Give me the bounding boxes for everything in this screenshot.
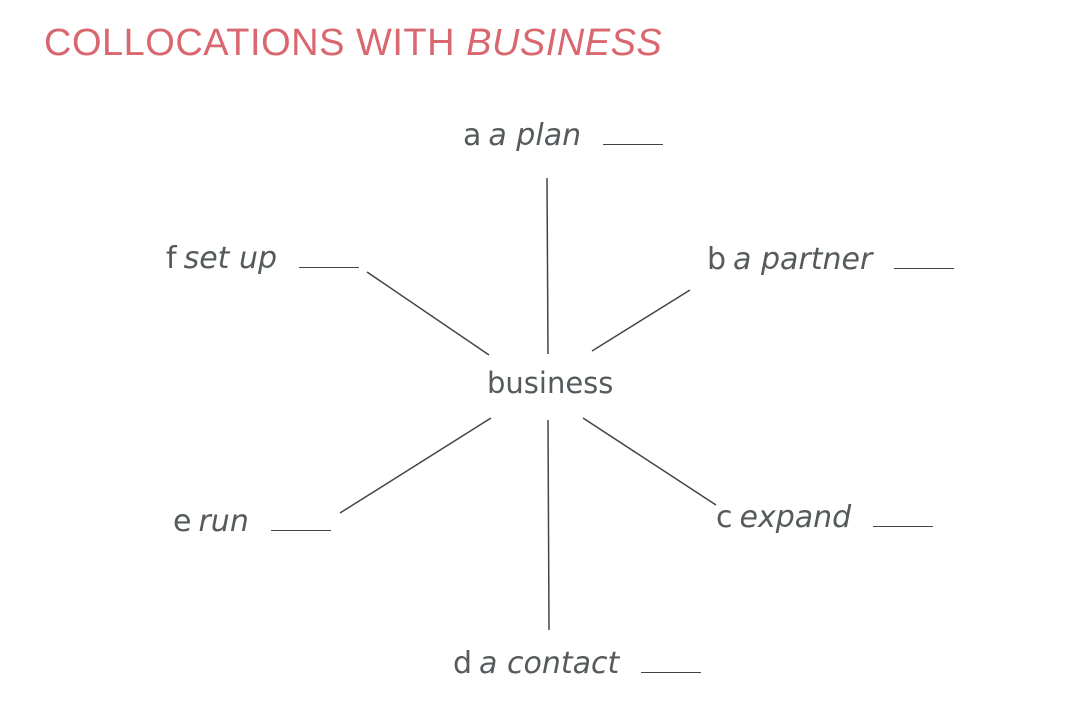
connector-a xyxy=(546,177,549,355)
item-word: run xyxy=(198,504,249,539)
item-letter: d xyxy=(453,646,473,681)
connector-e xyxy=(339,417,492,514)
item-word: expand xyxy=(739,500,852,535)
page-title: COLLOCATIONS WITH BUSINESS xyxy=(44,22,662,65)
answer-blank-b[interactable] xyxy=(894,267,955,269)
item-word: a contact xyxy=(479,646,620,681)
collocation-item-b: b a partner xyxy=(707,242,955,277)
answer-blank-a[interactable] xyxy=(603,143,664,145)
item-letter: a xyxy=(463,118,482,153)
connector-f xyxy=(366,271,490,356)
title-prefix: COLLOCATIONS WITH xyxy=(44,22,467,64)
item-word: a plan xyxy=(488,118,582,153)
item-letter: c xyxy=(716,500,733,535)
item-word: set up xyxy=(183,241,278,276)
collocation-item-a: a a plan xyxy=(463,118,664,153)
item-word: a partner xyxy=(733,242,873,277)
answer-blank-d[interactable] xyxy=(641,671,702,673)
item-letter: b xyxy=(707,242,727,277)
answer-blank-f[interactable] xyxy=(299,266,360,268)
center-word: business xyxy=(487,366,614,400)
collocation-item-c: c expand xyxy=(716,500,934,535)
collocation-item-d: d a contact xyxy=(453,646,702,681)
connector-b xyxy=(591,289,691,352)
collocation-item-e: e run xyxy=(173,504,331,539)
connector-c xyxy=(582,417,717,506)
item-letter: f xyxy=(166,241,177,276)
answer-blank-e[interactable] xyxy=(270,529,331,531)
title-emphasis: BUSINESS xyxy=(466,22,663,64)
answer-blank-c[interactable] xyxy=(873,525,934,527)
item-letter: e xyxy=(173,504,192,539)
collocation-item-f: f set up xyxy=(166,241,360,276)
connector-d xyxy=(547,419,550,631)
